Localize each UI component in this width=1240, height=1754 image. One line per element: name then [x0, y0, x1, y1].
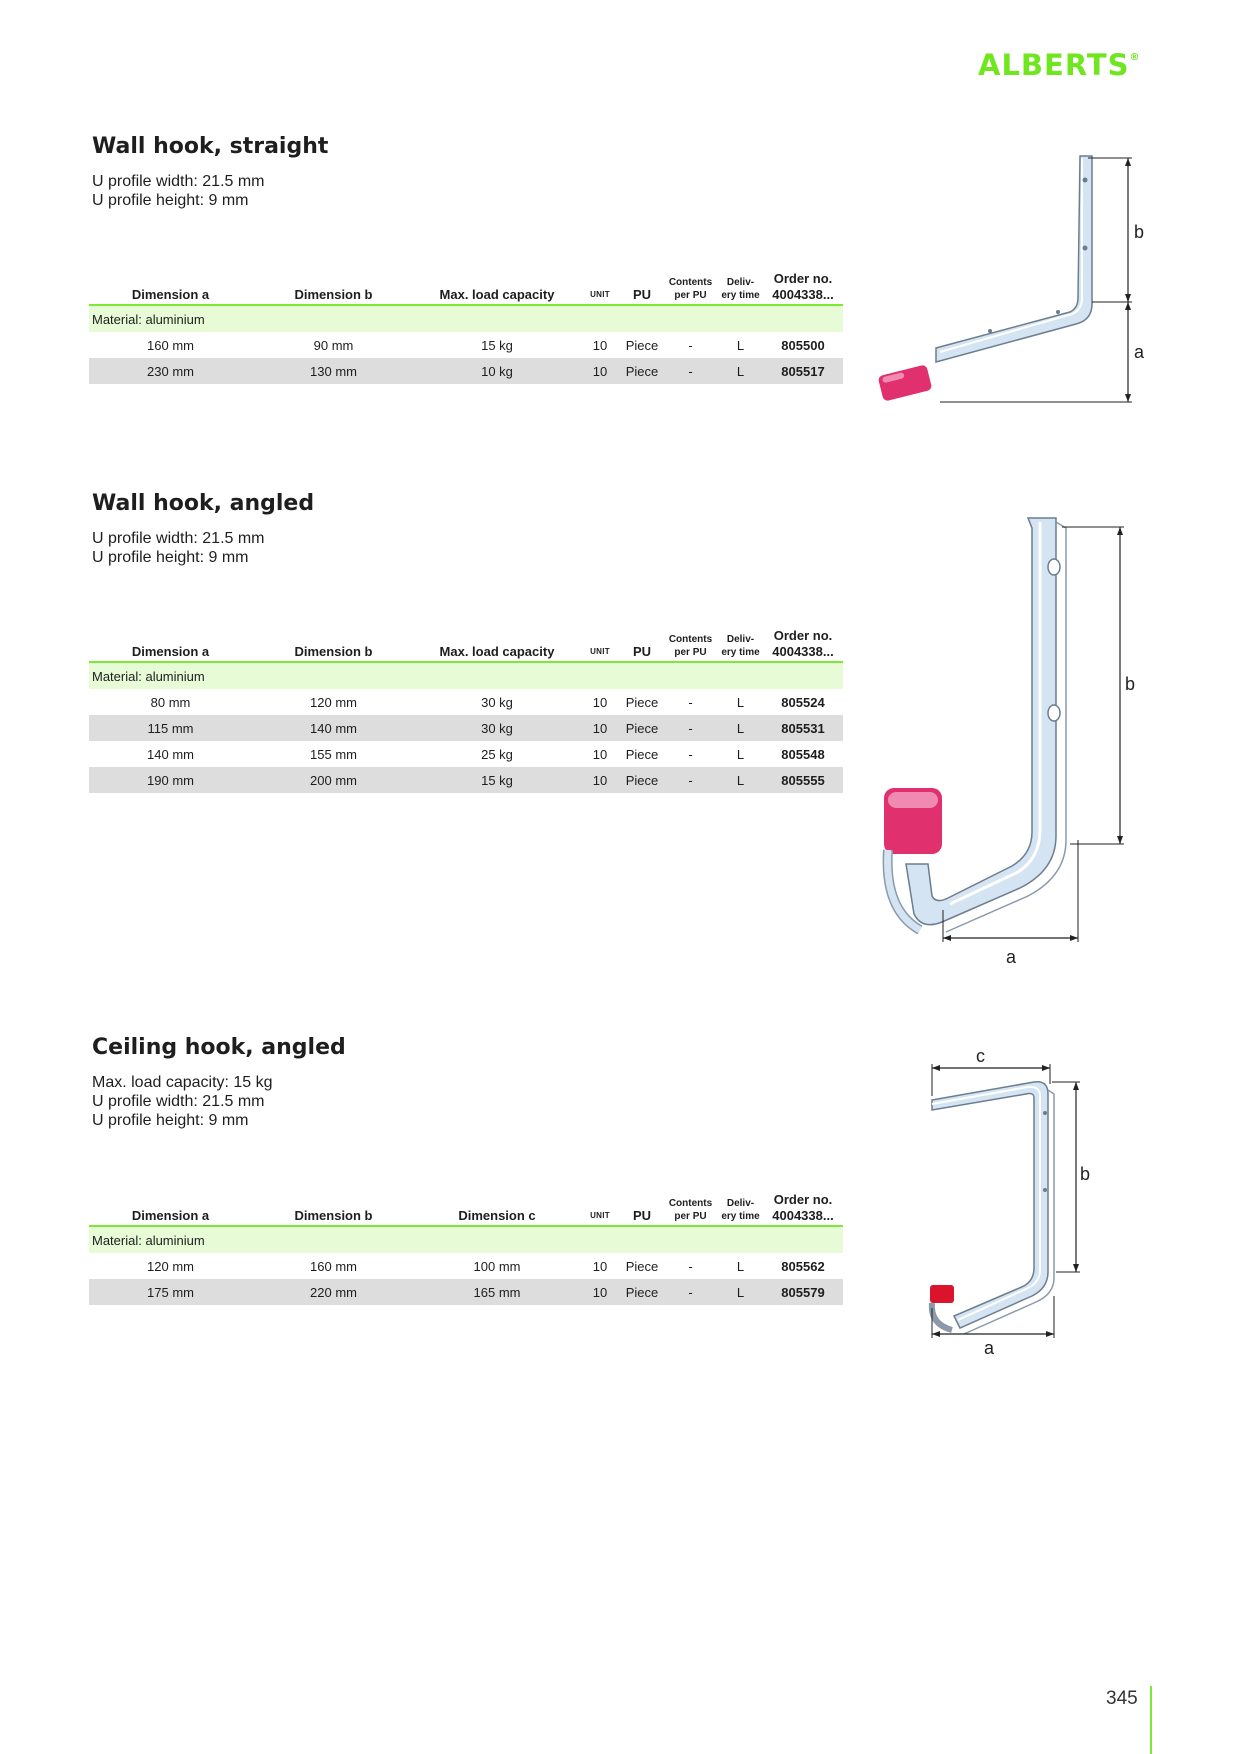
- section-title: Wall hook, angled: [92, 491, 315, 516]
- table-header: Dimension a Dimension b Max. load capaci…: [89, 262, 843, 306]
- col-delivery: Deliv-ery time: [718, 1183, 763, 1227]
- order-number: 805524: [781, 694, 825, 710]
- col-delivery: Deliv-ery time: [718, 619, 763, 663]
- col-pu: PU: [621, 1183, 663, 1227]
- col-dimension-c: Dimension c: [415, 1183, 579, 1227]
- col-pu: PU: [621, 262, 663, 306]
- label-a: a: [1006, 947, 1017, 967]
- section-ceiling-hook-angled: Ceiling hook, angled Max. load capacity:…: [0, 1035, 1240, 1335]
- col-load-capacity: Max. load capacity: [415, 262, 579, 306]
- section-title: Ceiling hook, angled: [92, 1035, 346, 1060]
- material-row: Material: aluminium: [89, 662, 843, 689]
- order-number: 805548: [781, 746, 825, 762]
- spec-line: Max. load capacity: 15 kg: [92, 1074, 273, 1091]
- spec-line: U profile height: 9 mm: [92, 1112, 249, 1129]
- col-pu: PU: [621, 619, 663, 663]
- ceiling-hook-angled-figure: c b a: [928, 1046, 1090, 1358]
- label-b: b: [1125, 674, 1135, 694]
- wall-hook-angled-figure: b a: [882, 517, 1135, 967]
- col-delivery: Deliv-ery time: [718, 262, 763, 306]
- col-unit: UNIT: [579, 262, 621, 306]
- col-unit: UNIT: [579, 1183, 621, 1227]
- col-dimension-a: Dimension a: [89, 262, 252, 306]
- col-unit: UNIT: [579, 619, 621, 663]
- order-number: 805562: [781, 1258, 825, 1274]
- label-b: b: [1080, 1164, 1090, 1184]
- order-number: 805555: [763, 767, 843, 793]
- page-number-divider: [1150, 1686, 1152, 1754]
- brand-logo: ALBERTS®: [978, 48, 1140, 82]
- col-dimension-a: Dimension a: [89, 1183, 252, 1227]
- section-title: Wall hook, straight: [92, 134, 329, 159]
- label-a: a: [984, 1338, 995, 1358]
- product-table: Dimension a Dimension b Max. load capaci…: [89, 619, 843, 793]
- spec-line: U profile width: 21.5 mm: [92, 1093, 265, 1110]
- spec-line: U profile width: 21.5 mm: [92, 530, 265, 547]
- spec-list: Max. load capacity: 15 kg U profile widt…: [92, 1073, 273, 1130]
- order-number: 805517: [763, 358, 843, 384]
- spec-list: U profile width: 21.5 mm U profile heigh…: [92, 172, 265, 210]
- col-order-no: Order no.4004338...: [763, 619, 843, 663]
- col-dimension-a: Dimension a: [89, 619, 252, 663]
- product-table: Dimension a Dimension b Max. load capaci…: [89, 262, 843, 384]
- col-dimension-b: Dimension b: [252, 262, 415, 306]
- product-table: Dimension a Dimension b Dimension c UNIT…: [89, 1183, 843, 1305]
- order-number: 805579: [763, 1279, 843, 1305]
- section-wall-hook-straight: Wall hook, straight U profile width: 21.…: [0, 134, 1240, 434]
- spec-list: U profile width: 21.5 mm U profile heigh…: [92, 529, 265, 567]
- col-order-no: Order no.4004338...: [763, 1183, 843, 1227]
- label-c: c: [976, 1046, 985, 1066]
- col-load-capacity: Max. load capacity: [415, 619, 579, 663]
- spec-line: U profile height: 9 mm: [92, 192, 249, 209]
- table-header: Dimension a Dimension b Max. load capaci…: [89, 619, 843, 663]
- material-row: Material: aluminium: [89, 1226, 843, 1253]
- spec-line: U profile height: 9 mm: [92, 549, 249, 566]
- section-wall-hook-angled: Wall hook, angled U profile width: 21.5 …: [0, 491, 1240, 831]
- material-row: Material: aluminium: [89, 305, 843, 332]
- col-dimension-b: Dimension b: [252, 1183, 415, 1227]
- wall-hook-straight-figure: b a: [878, 155, 1145, 403]
- page-number: 345: [1106, 1688, 1138, 1709]
- order-number: 805500: [781, 337, 825, 353]
- label-a: a: [1134, 342, 1145, 362]
- col-order-no: Order no.4004338...: [763, 262, 843, 306]
- col-dimension-b: Dimension b: [252, 619, 415, 663]
- table-header: Dimension a Dimension b Dimension c UNIT…: [89, 1183, 843, 1227]
- spec-line: U profile width: 21.5 mm: [92, 173, 265, 190]
- order-number: 805531: [763, 715, 843, 741]
- label-b: b: [1134, 222, 1144, 242]
